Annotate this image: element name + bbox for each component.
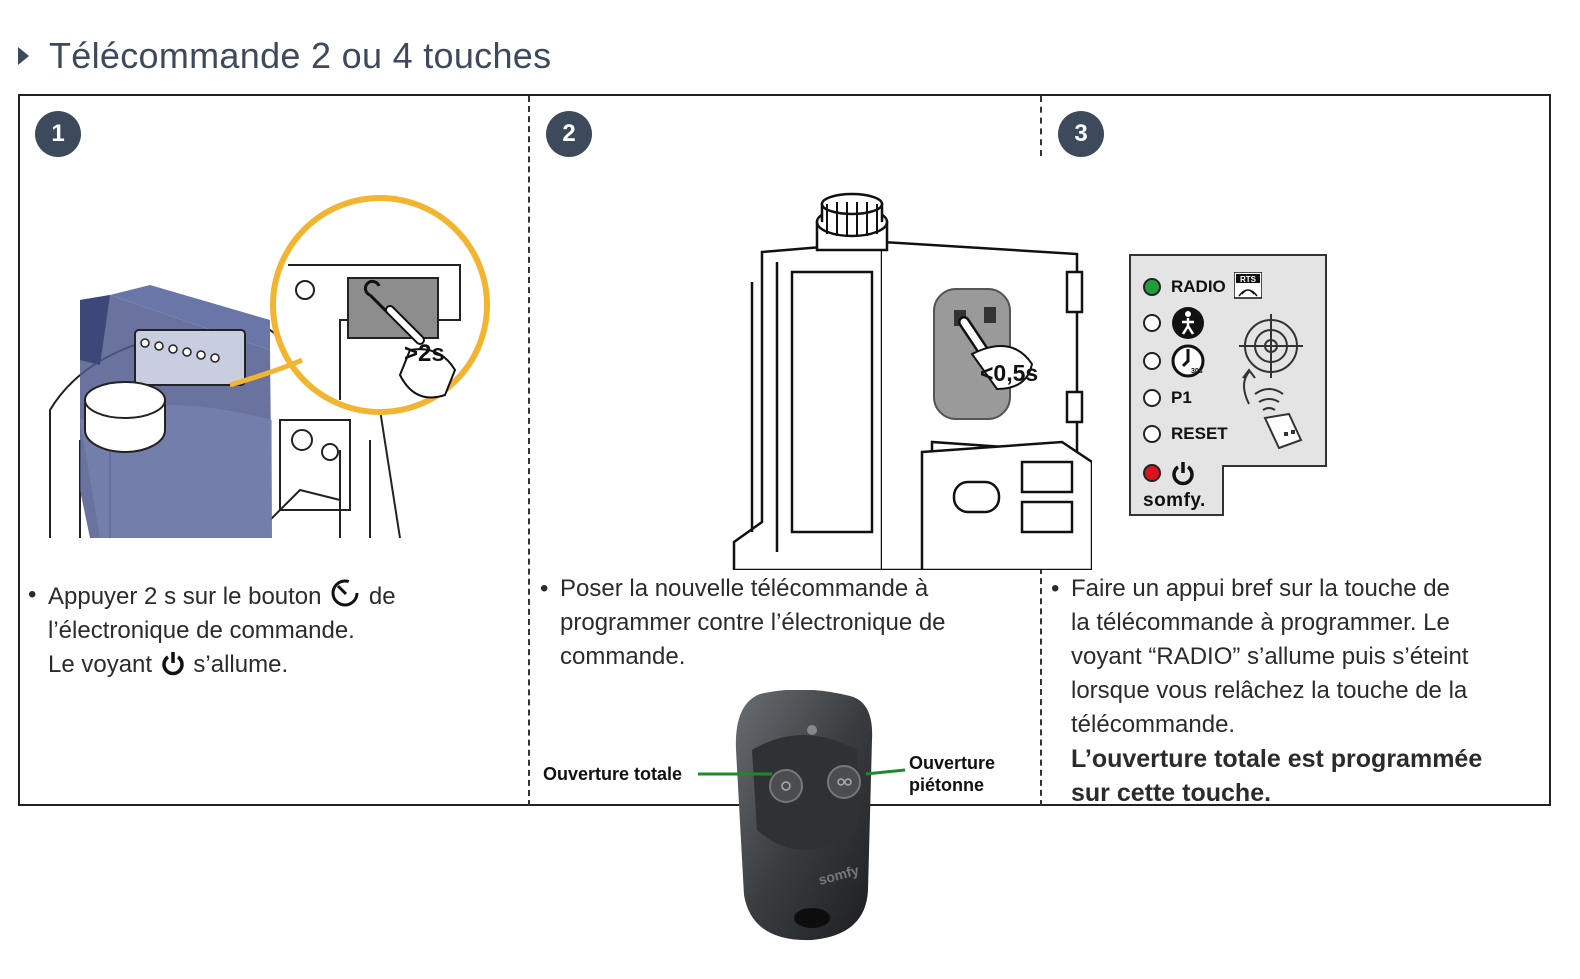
panel-row-pedestrian (1143, 306, 1205, 340)
panel-row-power (1143, 460, 1195, 486)
panel-row-timer: 30s (1143, 344, 1205, 378)
control-panel: RADIO RTS 30s P1 RESET (1129, 254, 1327, 516)
control-module-highlight (80, 285, 272, 538)
pedestrian-led (1143, 314, 1161, 332)
timer-led (1143, 352, 1161, 370)
step-1-number: 1 (35, 111, 81, 157)
remote-button-left (769, 769, 803, 803)
power-icon (1172, 462, 1194, 486)
step-3-line-2: la télécommande à programmer. Le (1071, 609, 1450, 636)
step-3-line-5: télécommande. (1071, 711, 1236, 738)
divider-2-3-bottom (1040, 568, 1042, 806)
step-1-line-3: Le voyant (48, 651, 153, 678)
bullet: • (1051, 575, 1060, 602)
step-2-number: 2 (546, 111, 592, 157)
step-2-line-2: programmer contre l’électronique de (560, 609, 946, 636)
label-pedestrian-line-2: piétonne (909, 775, 984, 795)
radio-led (1143, 278, 1161, 296)
motor-unit-illustration (49, 195, 490, 539)
label-pedestrian-line-1: Ouverture (909, 753, 996, 773)
panel-row-radio: RADIO RTS (1143, 272, 1262, 302)
bullet: • (540, 575, 549, 602)
step-3-line-1: Faire un appui bref sur la touche de (1071, 575, 1450, 602)
step-1-line-3b: s’allume. (193, 651, 289, 678)
step-2-line-3: commande. (560, 643, 686, 670)
p1-led (1143, 389, 1161, 407)
electronics-board-illustration (732, 192, 1092, 570)
divider-2-3-top (1040, 96, 1042, 156)
step-1-caption: • Appuyer 2 s sur le bouton de l’électro… (28, 578, 508, 682)
somfy-remote-photo: somfy (735, 690, 873, 941)
press-duration-badge-1: >2s (404, 340, 445, 367)
wrench-timer-icon (331, 579, 359, 607)
step-3-line-4: lorsque vous relâchez la touche de la (1071, 677, 1468, 704)
arrow-right (865, 768, 906, 776)
step-3-caption: • Faire un appui bref sur la touche de l… (1051, 572, 1541, 810)
radio-label: RADIO (1171, 277, 1226, 296)
target-remote-icon (1239, 314, 1303, 450)
svg-text:30s: 30s (1191, 368, 1203, 375)
step-1-line-1b: de (368, 583, 396, 610)
divider-1-2 (528, 96, 530, 806)
rts-icon: RTS (1233, 272, 1262, 299)
section-title: Télécommande 2 ou 4 touches (49, 35, 552, 76)
label-pedestrian-opening: Ouverture piétonne (909, 752, 995, 796)
panel-row-reset: RESET (1143, 424, 1228, 444)
caret-right-icon (18, 47, 29, 65)
step-2-caption: • Poser la nouvelle télécommande à progr… (540, 572, 1030, 674)
power-led (1143, 464, 1161, 482)
timer-icon: 30s (1171, 344, 1205, 378)
reset-label: RESET (1171, 424, 1228, 443)
step-2-line-1: Poser la nouvelle télécommande à (560, 575, 929, 602)
step-3-number: 3 (1058, 111, 1104, 157)
power-icon (162, 652, 184, 676)
label-full-opening: Ouverture totale (543, 764, 683, 784)
bullet: • (28, 581, 37, 608)
arrows-layer (698, 768, 906, 776)
step-3-bold-line-2: sur cette touche. (1071, 779, 1272, 807)
svg-text:RTS: RTS (1240, 275, 1257, 284)
reset-led (1143, 425, 1161, 443)
step-3-line-3: voyant “RADIO” s’allume puis s’éteint (1071, 643, 1469, 670)
press-duration-badge-2: <0,5s (980, 360, 1039, 386)
step-1-line-1: Appuyer 2 s sur le bouton (48, 583, 322, 610)
panel-row-p1: P1 (1143, 388, 1192, 408)
pedestrian-icon (1172, 307, 1204, 339)
step-1-line-2: l’électronique de commande. (48, 617, 355, 644)
section-heading: Télécommande 2 ou 4 touches (18, 32, 551, 80)
panel-brand-logo: somfy. (1143, 490, 1206, 511)
p1-label: P1 (1171, 388, 1192, 407)
zoom-detail (270, 195, 490, 415)
step-3-bold-line-1: L’ouverture totale est programmée (1071, 745, 1483, 773)
